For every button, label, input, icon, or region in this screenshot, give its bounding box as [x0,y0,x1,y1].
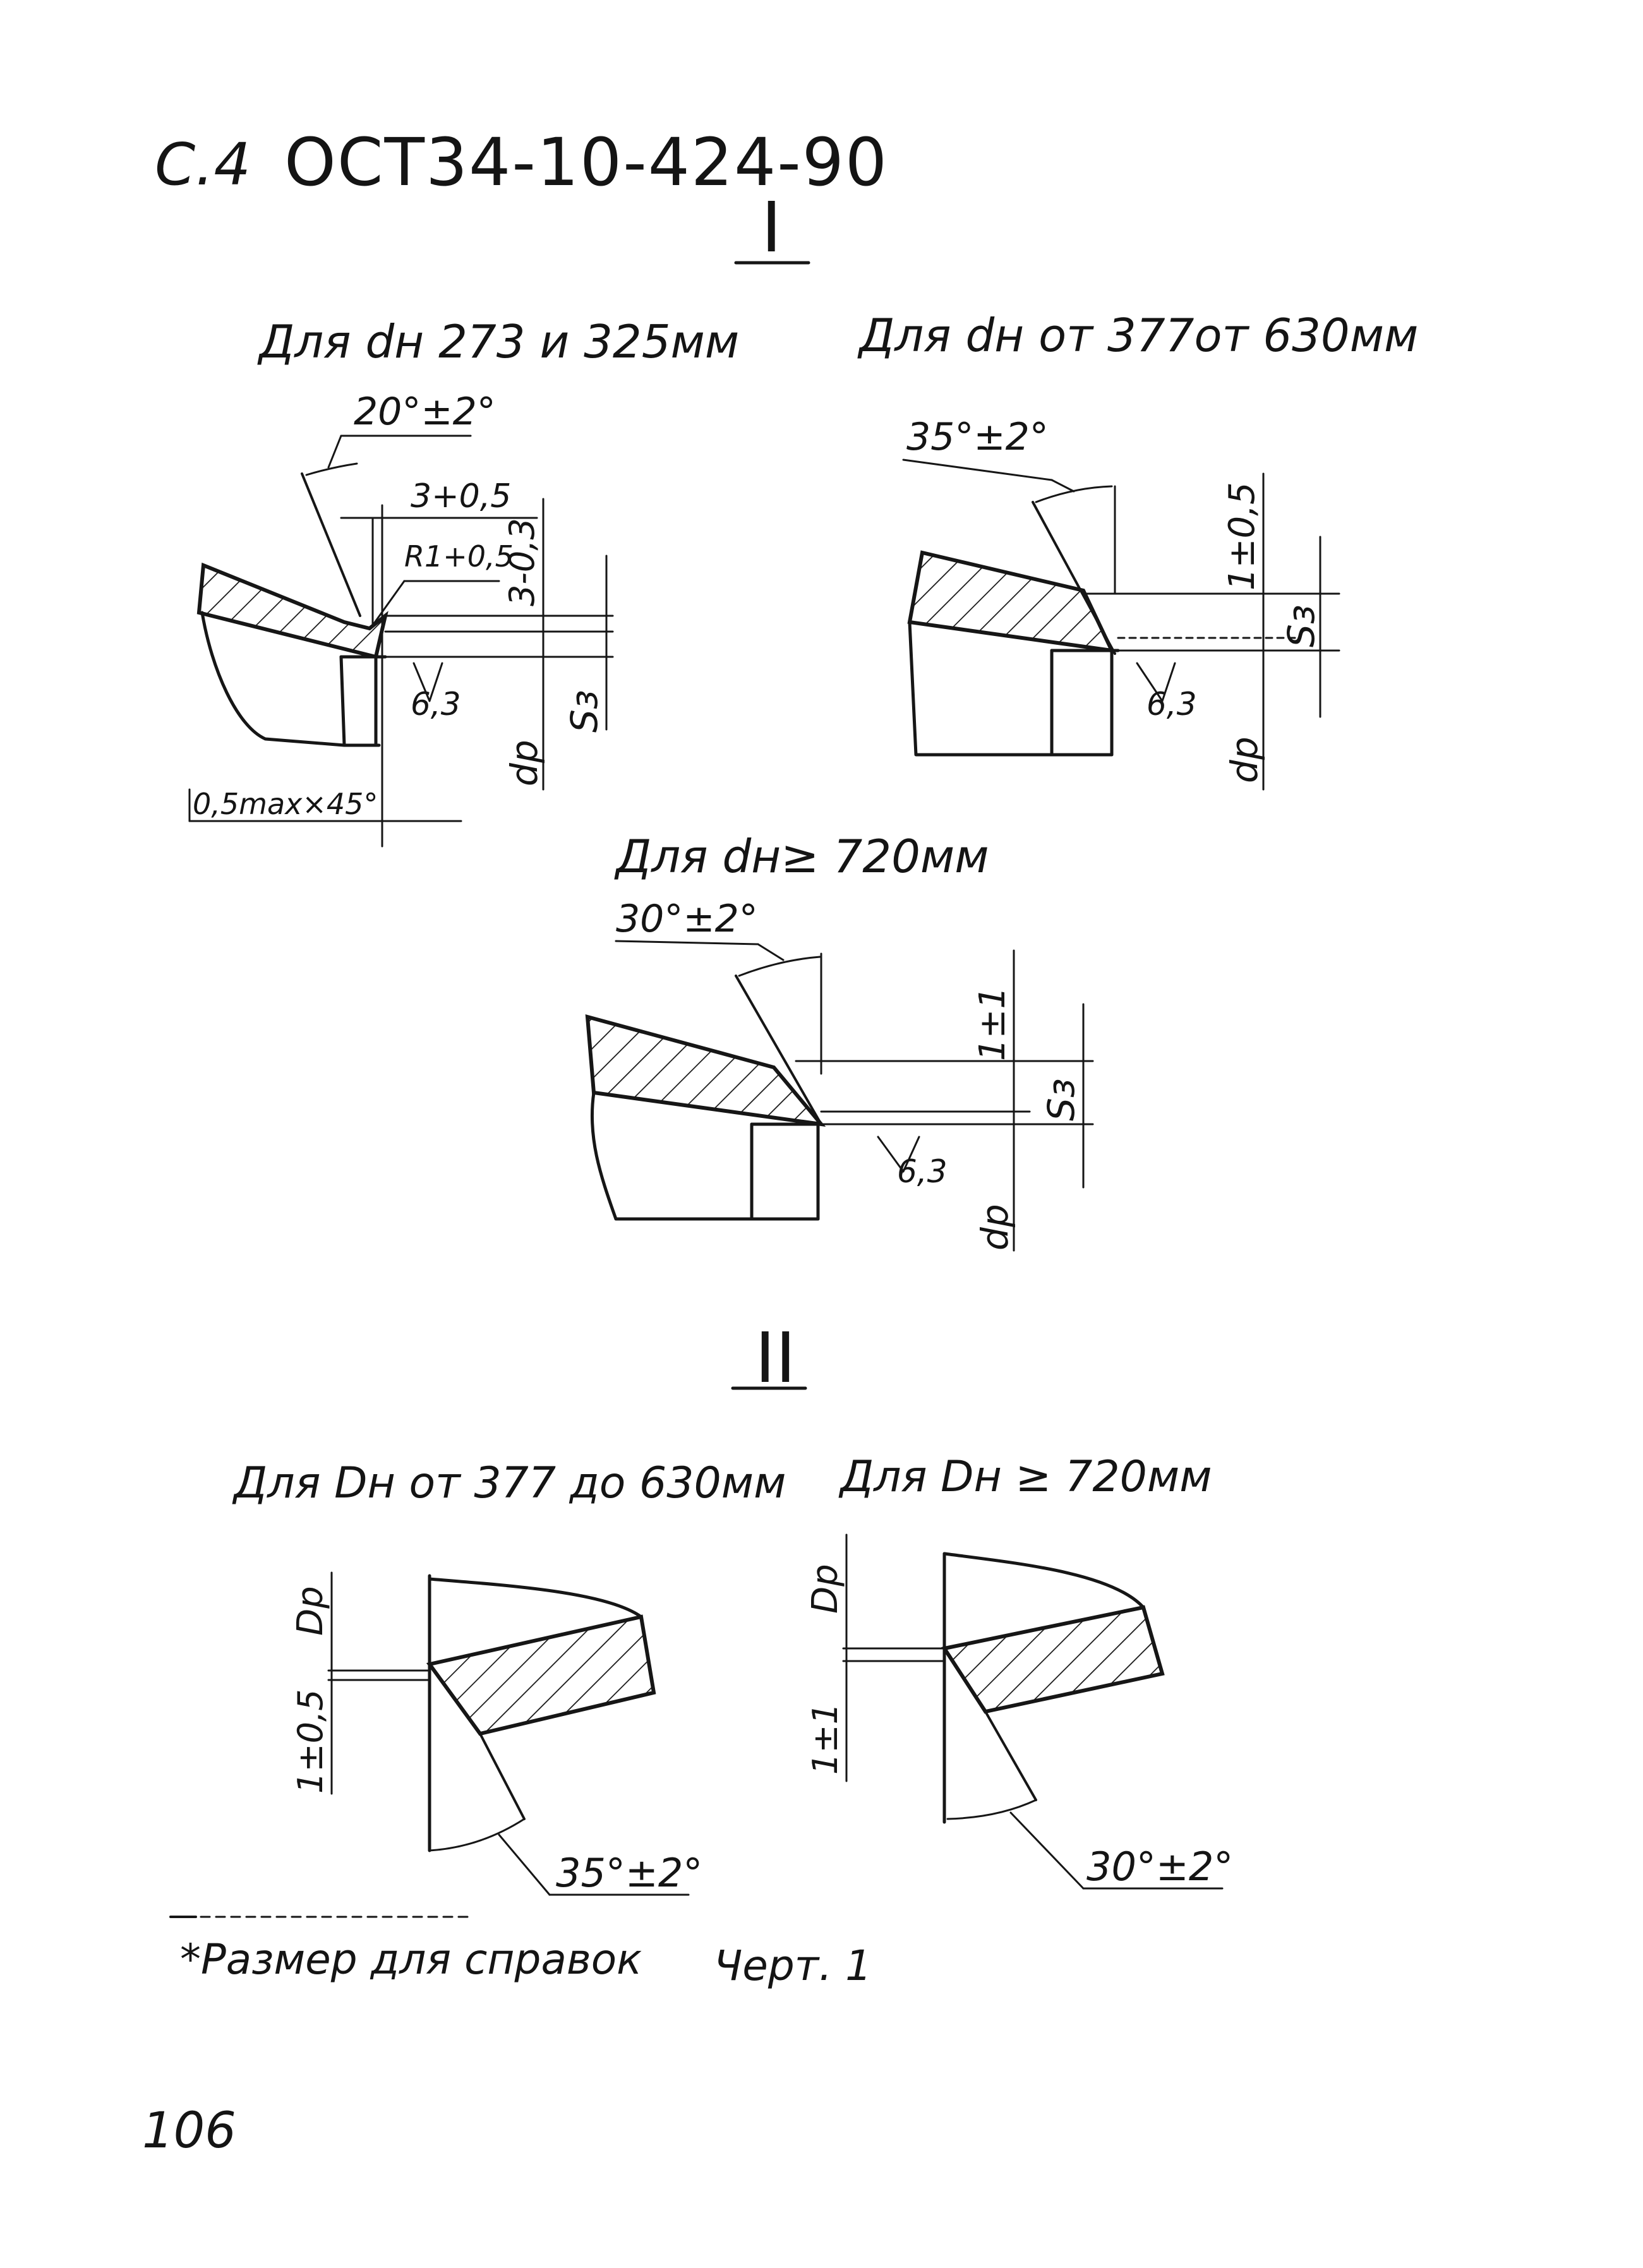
page-label: С.4 [155,131,251,198]
angle-label: 20°±2° [354,390,496,434]
width-dimension-label: 3+0,5 [411,477,512,515]
hatched-wall-section [907,550,1116,653]
hatched-wall-section [941,1605,1165,1714]
dp-label: Dр [805,1564,846,1614]
roughness-label: 6,3 [1146,686,1197,723]
land-dimension-label: 3-0,3 [502,518,542,606]
hatched-wall-section [426,1614,656,1736]
land-dimension-label: 1±0,5 [291,1689,330,1794]
angle-label: 35°±2° [906,415,1049,459]
dp-label: dр [973,1204,1016,1251]
sz-label: Sз [1280,604,1323,647]
view-caption: Для Dн ≥ 720мм [840,1452,1212,1502]
view-caption: Для dн 273 и 325мм [259,315,740,368]
radius-dimension-label: R1+0,5 [404,539,514,573]
land-dimension-label: 1±1 [972,987,1013,1061]
view-II-720-drawing [842,1533,1224,1890]
angle-label: 35°±2° [556,1850,703,1896]
view-I-720-drawing [585,940,1094,1252]
standard-code: ОСТ34-10-424-90 [284,124,889,201]
section-II-numeral: II [755,1317,796,1398]
dp-label: dр [1223,736,1266,783]
dp-label: Dр [290,1586,331,1636]
view-II-377-630-drawing [327,1571,690,1896]
dp-label: dр [503,740,546,786]
sz-label: Sз [1040,1078,1083,1121]
chamfer-label: 0,5max×45° [193,787,378,821]
hatched-wall-section [585,1014,826,1127]
angle-label: 30°±2° [616,897,758,941]
section-I-numeral: I [761,187,782,268]
page-number: 106 [142,2103,236,2159]
sz-label: Sз [563,690,606,733]
land-dimension-label: 1±0,5 [1222,482,1263,591]
land-dimension-label: 1±1 [805,1703,845,1775]
figure-label: Черт. 1 [714,1941,872,1990]
roughness-label: 6,3 [897,1153,948,1190]
roughness-label: 6,3 [411,686,461,723]
view-I-273-325-drawing [188,435,614,848]
view-caption: Для dн≥ 720мм [616,830,989,883]
footnote: *Размер для справок [180,1935,642,1984]
view-caption: Для Dн от 377 до 630мм [234,1458,786,1508]
view-I-377-630-drawing [902,459,1340,791]
view-caption: Для dн от 377от 630мм [859,309,1419,362]
angle-label: 30°±2° [1086,1844,1234,1890]
